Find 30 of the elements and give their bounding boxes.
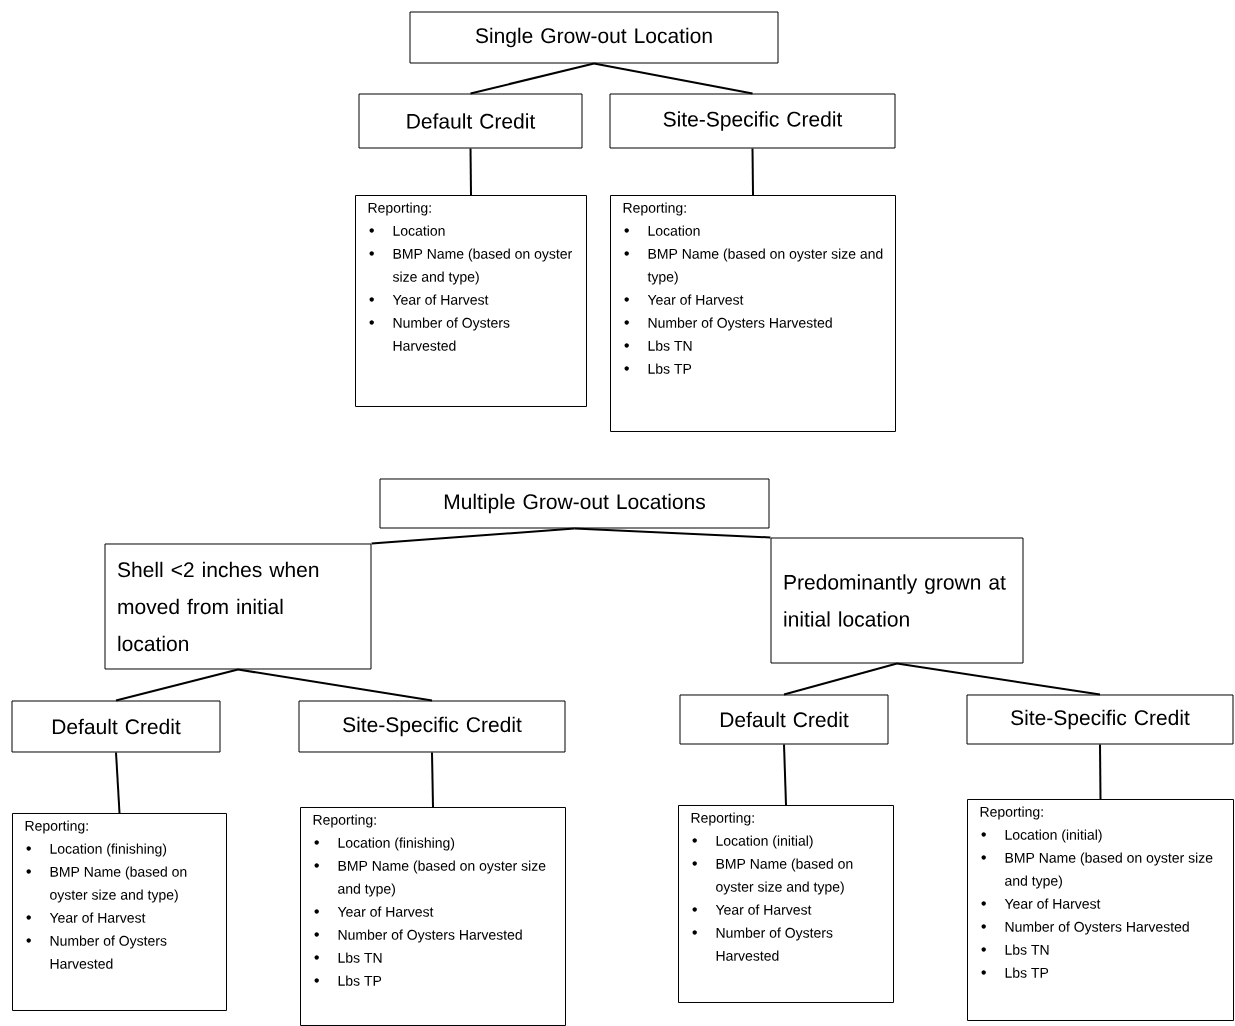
- connector-line: [783, 662, 898, 696]
- connector-line: [1099, 743, 1102, 800]
- category-box: Site-Specific Credit: [298, 700, 566, 753]
- category-box: Default Credit: [679, 694, 889, 745]
- connector-line: [115, 751, 121, 814]
- connector-line: [751, 147, 754, 196]
- category-box: Site-Specific Credit: [966, 694, 1234, 745]
- reporting-box: Reporting: Location BMP Name (based on oyster size and type) Year of Harvest Number of Oysters Harvested: [355, 195, 587, 407]
- connector-line: [896, 662, 1101, 696]
- reporting-box: Reporting: Location (initial) BMP Name (based on oyster size and type) Year of Harvest Number of Oysters Harvested Lbs TN Lbs TP: [967, 799, 1234, 1021]
- category-box: Shell <2 inches when moved from initial location: [104, 543, 372, 670]
- reporting-box: Reporting: Location (finishing) BMP Name (based on oyster size and type) Year of Harvest Number of Oysters Harvested: [12, 813, 227, 1011]
- connector-line: [469, 62, 595, 95]
- connector-line: [593, 62, 754, 95]
- category-box: Multiple Grow-out Locations: [379, 478, 770, 529]
- category-box: Predominantly grown at initial location: [770, 537, 1024, 664]
- connector-line: [237, 668, 433, 702]
- connector-line: [370, 527, 576, 545]
- connector-line: [431, 751, 434, 808]
- reporting-box: Reporting: Location (finishing) BMP Name (based on oyster size and type) Year of Harvest Number of Oysters Harvested Lbs TN Lbs TP: [300, 807, 566, 1026]
- reporting-box: Reporting: Location (initial) BMP Name (based on oyster size and type) Year of Harvest Number of Oysters Harvested: [678, 805, 894, 1003]
- category-box: Site-Specific Credit: [609, 93, 896, 149]
- category-box: Single Grow-out Location: [409, 11, 779, 64]
- connector-line: [469, 147, 472, 196]
- connector-line: [115, 668, 239, 702]
- reporting-box: Reporting: Location BMP Name (based on oyster size and type) Year of Harvest Number of Oysters Harvested Lbs TN Lbs TP: [610, 195, 896, 432]
- category-box: Default Credit: [358, 93, 583, 149]
- connector-line: [573, 527, 772, 539]
- connector-line: [783, 743, 787, 806]
- category-box: Default Credit: [11, 700, 221, 753]
